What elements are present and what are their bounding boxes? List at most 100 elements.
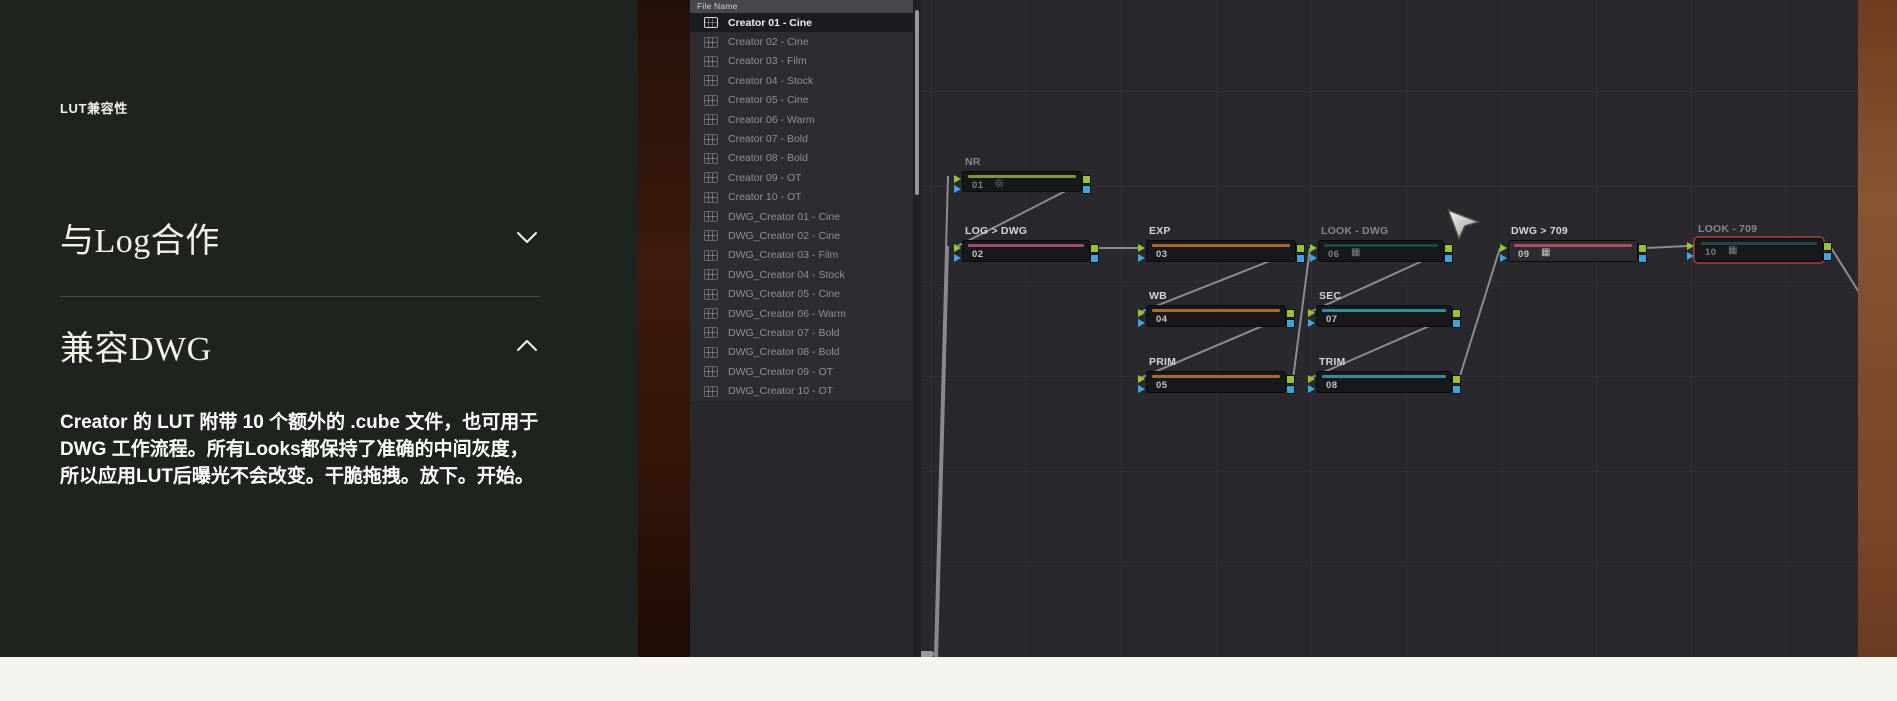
- key-input-port[interactable]: [1308, 385, 1315, 393]
- file-row[interactable]: DWG_Creator 01 - Cine: [690, 206, 913, 227]
- rgb-output-port[interactable]: [1823, 242, 1832, 251]
- chevron-up-icon[interactable]: [516, 339, 538, 352]
- file-row[interactable]: DWG_Creator 04 - Stock: [690, 265, 913, 285]
- node-label: DWG > 709: [1511, 225, 1568, 237]
- file-row[interactable]: Creator 10 - OT: [690, 187, 913, 207]
- key-input-port[interactable]: [1308, 319, 1315, 327]
- key-output-port[interactable]: [1286, 319, 1295, 328]
- rgb-input-port[interactable]: [1687, 242, 1694, 250]
- key-input-port[interactable]: [1687, 252, 1694, 260]
- accordion-divider: [60, 296, 540, 297]
- accordion-title[interactable]: 兼容DWG: [60, 330, 212, 368]
- rgb-output-port[interactable]: [1286, 375, 1295, 384]
- key-output-port[interactable]: [1452, 385, 1461, 394]
- rgb-output-port[interactable]: [1286, 309, 1295, 318]
- file-row[interactable]: DWG_Creator 02 - Cine: [690, 226, 913, 246]
- key-output-port[interactable]: [1823, 252, 1832, 261]
- rgb-input-port[interactable]: [1310, 244, 1317, 252]
- key-input-port[interactable]: [1310, 254, 1317, 262]
- key-output-port[interactable]: [1444, 254, 1453, 263]
- file-row[interactable]: DWG_Creator 03 - Film: [690, 245, 913, 266]
- rgb-output-port[interactable]: [1452, 309, 1461, 318]
- file-row[interactable]: DWG_Creator 08 - Bold: [690, 342, 913, 363]
- rgb-input-port[interactable]: [1138, 309, 1145, 317]
- rgb-output-port[interactable]: [1638, 244, 1647, 253]
- file-row[interactable]: Creator 03 - Film: [690, 51, 913, 72]
- file-row[interactable]: DWG_Creator 05 - Cine: [690, 284, 913, 304]
- key-output-port[interactable]: [1452, 319, 1461, 328]
- file-row[interactable]: Creator 05 - Cine: [690, 90, 913, 110]
- chevron-down-icon[interactable]: [516, 231, 538, 244]
- rgb-output-port[interactable]: [1082, 175, 1091, 184]
- rgb-input-port[interactable]: [954, 244, 961, 252]
- accordion-title[interactable]: 与Log合作: [60, 222, 220, 260]
- node-graph-canvas[interactable]: [921, 0, 1858, 657]
- rgb-input-port[interactable]: [1308, 375, 1315, 383]
- key-output-port[interactable]: [1638, 254, 1647, 263]
- lut-file-icon: [704, 172, 718, 184]
- lut-file-icon: [704, 211, 718, 223]
- rgb-input-port[interactable]: [1500, 244, 1507, 252]
- file-row[interactable]: DWG_Creator 10 - OT: [690, 381, 913, 401]
- file-row[interactable]: DWG_Creator 09 - OT: [690, 362, 913, 382]
- rgb-output-port[interactable]: [1296, 244, 1305, 253]
- node-number: 03: [1156, 249, 1168, 260]
- key-input-port[interactable]: [954, 254, 961, 262]
- rgb-output-port[interactable]: [1090, 244, 1099, 253]
- rgb-input-port[interactable]: [1308, 309, 1315, 317]
- sidebar: LUT兼容性 与Log合作 兼容DWG Creator 的 LUT 附带 10 …: [0, 0, 638, 657]
- accordion-dwg-compatible[interactable]: 兼容DWG: [60, 320, 540, 370]
- node-number: 01: [972, 180, 984, 191]
- accordion-work-with-log[interactable]: 与Log合作: [60, 212, 540, 262]
- rgb-output-port[interactable]: [1444, 244, 1453, 253]
- key-output-port[interactable]: [1090, 254, 1099, 263]
- file-name: DWG_Creator 08 - Bold: [728, 346, 840, 359]
- file-row[interactable]: Creator 01 - Cine: [690, 13, 913, 33]
- file-row[interactable]: DWG_Creator 07 - Bold: [690, 323, 913, 343]
- node-number: 07: [1326, 314, 1338, 325]
- lut-file-icon: [704, 385, 718, 397]
- background-photo-right: [1858, 0, 1897, 657]
- file-row[interactable]: Creator 07 - Bold: [690, 129, 913, 149]
- key-output-port[interactable]: [1296, 254, 1305, 263]
- file-row[interactable]: Creator 02 - Cine: [690, 32, 913, 52]
- file-row[interactable]: Creator 08 - Bold: [690, 148, 913, 169]
- key-input-port[interactable]: [1138, 319, 1145, 327]
- rgb-input-port[interactable]: [954, 175, 961, 183]
- key-output-port[interactable]: [1286, 385, 1295, 394]
- key-input-port[interactable]: [1138, 385, 1145, 393]
- node-label: EXP: [1149, 225, 1171, 237]
- rgb-input-port[interactable]: [1138, 244, 1145, 252]
- file-name: Creator 06 - Warm: [728, 113, 815, 126]
- node-color-strip: [1701, 242, 1817, 245]
- lut-file-icon: [704, 269, 718, 281]
- rgb-output-port[interactable]: [1452, 375, 1461, 384]
- node-03[interactable]: EXP 03: [1138, 225, 1305, 263]
- file-row[interactable]: Creator 09 - OT: [690, 168, 913, 188]
- key-output-port[interactable]: [1082, 185, 1091, 194]
- key-input-port[interactable]: [954, 185, 961, 193]
- accordion-body-text: Creator 的 LUT 附带 10 个额外的 .cube 文件，也可用于 D…: [60, 412, 539, 487]
- file-row[interactable]: DWG_Creator 06 - Warm: [690, 303, 913, 324]
- file-row[interactable]: Creator 06 - Warm: [690, 109, 913, 130]
- node-label: LOOK - DWG: [1321, 225, 1389, 237]
- file-name: Creator 04 - Stock: [728, 74, 814, 87]
- key-input-port[interactable]: [1138, 254, 1145, 262]
- file-row[interactable]: Creator 04 - Stock: [690, 71, 913, 91]
- key-input-port[interactable]: [1500, 254, 1507, 262]
- rgb-input-port[interactable]: [1138, 375, 1145, 383]
- lut-file-icon: [704, 94, 718, 106]
- node-label: PRIM: [1149, 356, 1177, 368]
- file-name: DWG_Creator 09 - OT: [728, 365, 834, 378]
- scrollbar-thumb[interactable]: [915, 10, 919, 195]
